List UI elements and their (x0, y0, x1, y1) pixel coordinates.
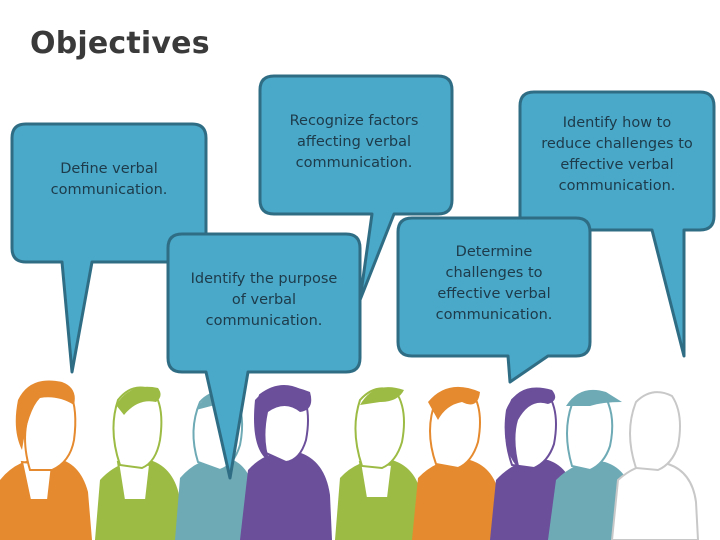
person-green-left-icon (95, 386, 182, 540)
bubble-5-text: Determine challenges to effective verbal… (435, 244, 553, 323)
slide-title: Objectives (30, 26, 210, 61)
person-orange-left-icon (0, 380, 92, 540)
bubble-3-text: Identify how to reduce challenges to eff… (541, 115, 693, 194)
person-teal-cap-icon (548, 389, 634, 540)
person-orange-center-icon (412, 386, 500, 540)
speech-bubble-2 (258, 74, 454, 302)
speech-bubble-4 (166, 232, 362, 480)
people-group-icon (0, 380, 700, 540)
speech-bubble-5 (396, 216, 592, 384)
bubble-2-text: Recognize factors affecting verbal commu… (289, 112, 419, 171)
person-green-center-icon (335, 387, 424, 540)
speech-bubble-1 (10, 122, 208, 374)
bubble-4-text: Identify the purpose of verbal communica… (190, 270, 338, 329)
person-gray-outline-icon (610, 391, 700, 540)
bubble-1-text: Define verbal communication. (50, 161, 168, 198)
person-purple-icon (240, 385, 332, 540)
speech-bubble-3 (518, 90, 716, 358)
